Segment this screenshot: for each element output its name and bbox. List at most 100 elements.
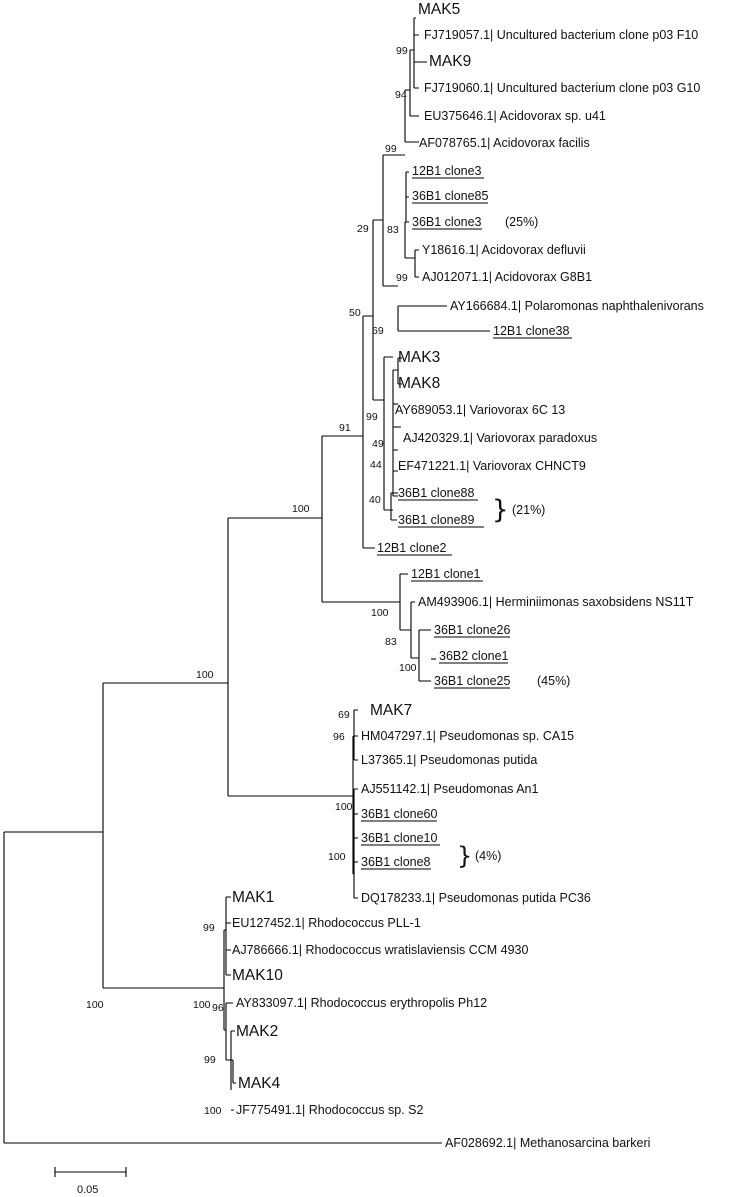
bootstrap-40: 40 [369, 494, 381, 506]
bootstrap-29: 29 [357, 223, 369, 235]
leaf-labels: MAK5 FJ719057.1| Uncultured bacterium cl… [232, 1, 704, 1150]
leaf-mak3: MAK3 [398, 349, 440, 366]
bootstrap-100-proteobacteria: 100 [196, 669, 214, 681]
leaf-36b1-clone88: 36B1 clone88 [398, 486, 475, 500]
branch-root [3, 831, 442, 1144]
bootstrap-100-root: 100 [86, 999, 104, 1011]
branch-mak9-cluster [413, 62, 419, 89]
branch-node-50 [372, 219, 384, 401]
leaf-mak7: MAK7 [370, 702, 412, 719]
branch-node-100-herminiimonas [399, 573, 411, 631]
tree-branches [3, 17, 490, 1144]
leaf-mak1: MAK1 [232, 889, 274, 906]
bootstrap-99-mak1: 99 [203, 922, 215, 934]
branch-ingroup [102, 682, 228, 989]
percent-21: (21%) [512, 503, 545, 517]
leaf-af028692: AF028692.1| Methanosarcina barkeri [445, 1136, 650, 1150]
bootstrap-49: 49 [372, 438, 384, 450]
branch-defluvii [405, 249, 419, 278]
leaf-36b1-clone3: 36B1 clone3 [412, 215, 482, 229]
branch-mak5-cluster [413, 17, 427, 63]
leaf-eu375646: EU375646.1| Acidovorax sp. u41 [424, 109, 606, 123]
leaf-mak9: MAK9 [429, 53, 471, 70]
branch-node-29 [382, 154, 405, 287]
brace-4: } [457, 842, 472, 870]
bootstrap-99-variovorax: 99 [366, 411, 378, 423]
leaf-36b1-clone60: 36B1 clone60 [361, 807, 438, 821]
leaf-aj420329: AJ420329.1| Variovorax paradoxus [403, 431, 597, 445]
branch-clone26 [418, 629, 431, 682]
bootstrap-100-herminiimonas: 100 [371, 607, 389, 619]
bootstrap-91: 91 [339, 422, 351, 434]
bootstrap-100-rhodococcus: 100 [193, 999, 211, 1011]
leaf-aj551142: AJ551142.1| Pseudomonas An1 [361, 782, 539, 796]
leaf-ay689053: AY689053.1| Variovorax 6C 13 [395, 403, 565, 417]
leaf-aj012071: AJ012071.1| Acidovorax G8B1 [422, 270, 592, 284]
scale-bar-line [54, 1167, 127, 1177]
leaf-l37365: L37365.1| Pseudomonas putida [361, 753, 537, 767]
leaf-36b1-clone25: 36B1 clone25 [434, 674, 511, 688]
brace-21: } [492, 495, 509, 525]
branch-mak3-mak8 [397, 357, 402, 385]
bootstrap-100-betaproteobacteria: 100 [292, 503, 310, 515]
leaf-af078765: AF078765.1| Acidovorax facilis [419, 136, 590, 150]
leaf-fj719057: FJ719057.1| Uncultured bacterium clone p… [424, 28, 698, 42]
percent-45: (45%) [537, 674, 570, 688]
percent-25: (25%) [505, 215, 538, 229]
leaf-12b1-clone3: 12B1 clone3 [412, 164, 482, 178]
leaf-36b1-clone85: 36B1 clone85 [412, 189, 489, 203]
leaf-mak10: MAK10 [232, 967, 283, 984]
leaf-mak2: MAK2 [236, 1023, 278, 1040]
leaf-ay166684: AY166684.1| Polaromonas naphthalenivoran… [450, 299, 704, 313]
branch-node-99-variovorax [383, 356, 393, 511]
bootstrap-99-acidovorax: 99 [385, 143, 397, 155]
bootstrap-99-mak2: 99 [204, 1054, 216, 1066]
branch-node-100-rhodococcus [224, 1002, 233, 1061]
leaf-hm047297: HM047297.1| Pseudomonas sp. CA15 [361, 729, 574, 743]
leaf-mak8: MAK8 [398, 375, 440, 392]
branch-node-83 [404, 221, 406, 258]
bootstrap-100-clone25: 100 [399, 662, 417, 674]
bootstrap-100-clone10: 100 [328, 851, 346, 863]
leaf-36b1-clone26: 36B1 clone26 [434, 623, 511, 637]
branch-vario-inner [392, 369, 401, 497]
leaf-36b2-clone1: 36B2 clone1 [439, 649, 509, 663]
branch-pseudo-an1 [353, 788, 358, 899]
scale-bar: 0.05 [54, 1167, 127, 1196]
leaf-12b1-clone2: 12B1 clone2 [377, 541, 447, 555]
branch-mak2-mak4 [230, 1030, 236, 1111]
bootstrap-50: 50 [349, 307, 361, 319]
branch-pseudo-mak7 [353, 709, 358, 761]
branch-node-91 [362, 315, 375, 549]
leaf-36b1-clone10: 36B1 clone10 [361, 831, 438, 845]
percent-4: (4%) [475, 849, 501, 863]
bootstrap-83-clone26: 83 [385, 636, 397, 648]
bootstrap-94: 94 [395, 89, 407, 101]
bootstrap-44: 44 [370, 459, 382, 471]
leaf-fj719060: FJ719060.1| Uncultured bacterium clone p… [424, 81, 700, 95]
scale-bar-label: 0.05 [77, 1184, 98, 1196]
leaf-mak4: MAK4 [238, 1075, 281, 1092]
leaf-y18616: Y18616.1| Acidovorax defluvii [422, 243, 586, 257]
branch-clone-polytomy [405, 171, 409, 223]
bootstrap-99-mak5: 99 [396, 45, 408, 57]
leaf-ef471221: EF471221.1| Variovorax CHNCT9 [398, 459, 586, 473]
leaf-eu127452: EU127452.1| Rhodococcus PLL-1 [232, 916, 421, 930]
bootstrap-96-mak7: 96 [333, 731, 345, 743]
leaf-aj786666: AJ786666.1| Rhodococcus wratislaviensis … [232, 943, 529, 957]
leaf-36b1-clone8: 36B1 clone8 [361, 855, 431, 869]
bootstrap-69-polaromonas: 69 [372, 325, 384, 337]
branch-clone88-89 [390, 492, 398, 521]
bootstrap-100-pseudomonas: 100 [335, 801, 353, 813]
branch-proteobacteria [227, 517, 353, 797]
branch-hermin-inner [410, 601, 419, 659]
branch-node-69-polaromonas [397, 305, 490, 332]
branch-rhodo-mak1 [225, 896, 231, 976]
branch-betaproteobacteria [321, 435, 400, 603]
branch-node-94 [409, 49, 419, 117]
leaf-12b1-clone1: 12B1 clone1 [411, 567, 481, 581]
branch-node-99-acidovorax [404, 89, 419, 143]
leaf-12b1-clone38: 12B1 clone38 [493, 324, 570, 338]
leaf-ay833097: AY833097.1| Rhodococcus erythropolis Ph1… [236, 996, 487, 1010]
